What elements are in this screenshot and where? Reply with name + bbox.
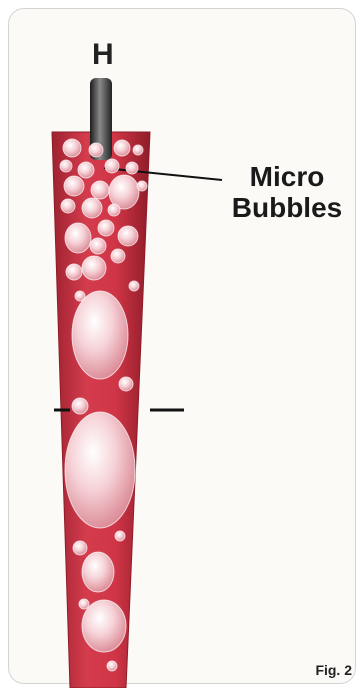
bubble — [61, 199, 75, 213]
bubble — [63, 139, 81, 157]
bubble — [98, 220, 114, 236]
bubble — [133, 145, 143, 155]
bubble — [72, 398, 88, 414]
bubble — [114, 140, 130, 156]
bubble — [119, 377, 133, 391]
figure-label: Fig. 2 — [315, 662, 352, 678]
bubble — [137, 181, 147, 191]
bubble — [89, 143, 103, 157]
bubble — [72, 291, 128, 379]
bubble — [108, 204, 120, 216]
callout-line-1: Micro — [218, 162, 356, 193]
electrode-label: H — [92, 40, 114, 70]
bubble — [65, 412, 135, 528]
bubble — [60, 160, 72, 172]
bubble — [82, 256, 106, 280]
bubble — [82, 600, 126, 652]
micro-bubbles-label: Micro Bubbles — [218, 162, 356, 224]
bubble — [111, 249, 125, 263]
bubble — [82, 198, 102, 218]
bubble — [115, 531, 125, 541]
bubble — [118, 226, 138, 246]
bubble — [66, 264, 82, 280]
bubble — [65, 223, 91, 253]
bubble — [78, 162, 94, 178]
bubble — [107, 661, 117, 671]
bubble — [90, 238, 106, 254]
bubble — [105, 159, 119, 173]
bubble — [79, 599, 89, 609]
bubble — [64, 176, 84, 196]
bubble — [129, 281, 139, 291]
callout-line-2: Bubbles — [218, 193, 356, 224]
bubble — [91, 181, 109, 199]
bubble — [73, 541, 87, 555]
bubble — [82, 552, 114, 592]
bubble — [126, 162, 138, 174]
